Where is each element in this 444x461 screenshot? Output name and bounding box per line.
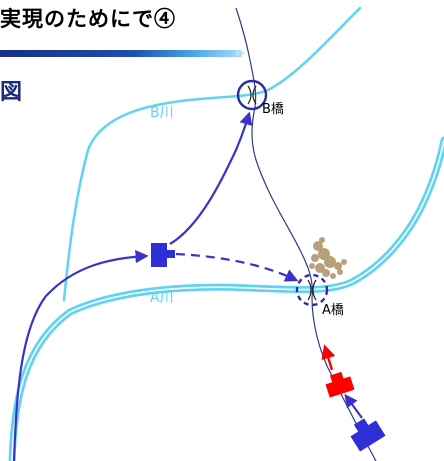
river-a-core [11,139,444,461]
bridge-b-marker[interactable] [236,79,268,111]
bridge-a-label: A橋 [322,303,344,318]
river-a-label: A川 [150,290,174,306]
bridge-circle-icon [236,79,268,111]
page-title: 実現のためにで④ [0,6,176,31]
route-to-bridge-a [175,252,299,282]
river-a-outline [8,136,444,461]
title-underline-tip [236,50,246,56]
enemy-unit[interactable] [323,370,355,398]
river-b-label: B川 [150,105,174,121]
bridge-b-label: B橋 [262,102,284,117]
bridge-dashed-circle-icon [295,273,329,307]
route-to-bridge-b [169,111,253,245]
road [235,7,377,461]
debris-cluster [309,237,347,279]
title-underline-bar [0,50,242,57]
unit-symbol-icon [350,420,386,452]
figure-label: 図 [0,79,23,105]
unit-symbol-icon [325,376,355,398]
enemy-advance-arrow [321,344,336,371]
river-b [62,6,362,302]
route-main-arrow [12,249,149,461]
friendly-advance-arrow [344,393,363,419]
unit-symbol-icon [151,243,167,267]
bridge-a-marker[interactable] [295,273,329,307]
friendly-unit-south[interactable] [346,414,386,452]
friendly-unit-west[interactable] [151,243,175,267]
